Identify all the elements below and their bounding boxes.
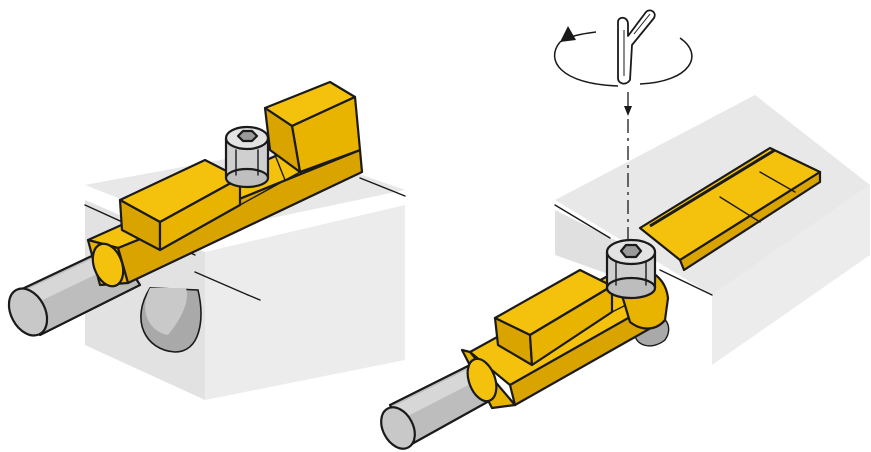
right-panel (380, 9, 870, 450)
left-panel (7, 80, 406, 400)
hex-key-icon (617, 9, 656, 85)
left-sensor-body (86, 80, 364, 288)
right-sensor-tail (638, 146, 822, 272)
right-sensor-body (460, 267, 670, 410)
left-hex-screw (224, 125, 270, 189)
right-axis-line (624, 92, 632, 240)
left-slot-shadow (140, 287, 202, 353)
rotation-arrow-icon (553, 26, 693, 87)
right-hex-screw (605, 238, 657, 300)
